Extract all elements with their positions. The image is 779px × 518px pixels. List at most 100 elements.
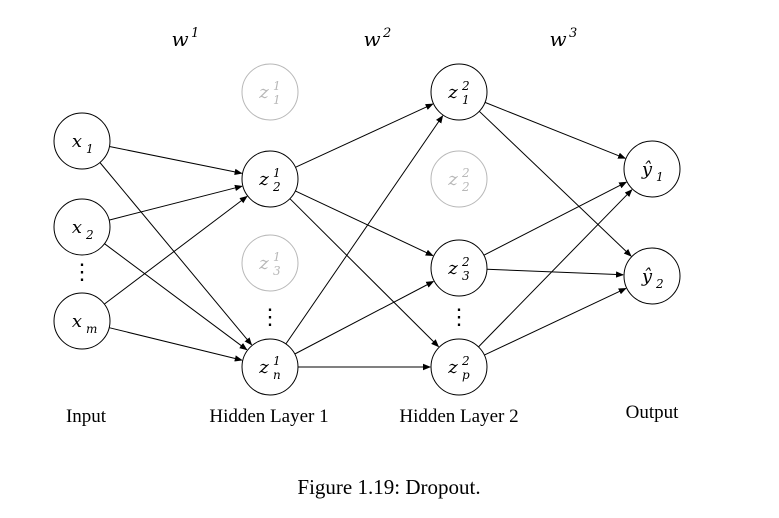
node-circle: [53, 112, 111, 170]
edge-x2-to-h1_2: [108, 184, 243, 221]
vertical-ellipsis: ⋮: [448, 305, 470, 330]
node-label-sup: 2: [461, 354, 470, 368]
edge-x1-to-h1_n: [99, 162, 253, 346]
node-label-base: z: [447, 82, 458, 103]
node-circle: [241, 338, 299, 396]
node-label-base: z: [258, 169, 269, 190]
node-label-sub: 2: [85, 228, 94, 242]
node-label: x: [72, 217, 82, 238]
weight-label-sup: 1: [191, 26, 199, 41]
node-label: ŷ: [641, 266, 653, 287]
node-label-base: x: [72, 217, 82, 238]
weight-label-sup: 2: [382, 26, 391, 41]
node-label-sub: 2: [272, 180, 281, 194]
node-label-sup: 2: [461, 166, 470, 180]
edge-h2_1-to-y2: [478, 110, 632, 257]
node-label-sub: 3: [273, 264, 281, 278]
edge-h2_p-to-y1: [478, 189, 633, 348]
edge-xm-to-h1_n: [109, 327, 243, 362]
edge-h1_n-to-h2_1: [285, 115, 444, 345]
node-label: z: [447, 169, 458, 190]
node-circle: [241, 150, 299, 208]
node-label: ŷ: [641, 159, 653, 180]
node-label: z: [447, 82, 458, 103]
node-label-base: ŷ: [641, 266, 653, 287]
node-label-sup: 1: [273, 79, 281, 93]
node-label: z: [258, 357, 269, 378]
node-label: x: [72, 311, 82, 332]
node-label: z: [258, 169, 269, 190]
node-label-sup: 2: [461, 255, 470, 269]
node-label-sub: 2: [655, 277, 664, 291]
node-label-sub: p: [462, 368, 470, 382]
node-circle: [623, 140, 681, 198]
edge-h2_1-to-y1: [484, 101, 627, 159]
node-label-base: z: [258, 82, 269, 103]
edge-h2_p-to-y2: [484, 287, 627, 356]
edge-x1-to-h1_2: [109, 146, 243, 176]
node-label-sub: 1: [462, 93, 470, 107]
node-label-base: z: [447, 258, 458, 279]
node-label: z: [447, 357, 458, 378]
node-label-sup: 1: [273, 250, 281, 264]
node-label-base: z: [447, 169, 458, 190]
node-circle: [241, 234, 299, 292]
layer-label-input: Input: [66, 406, 107, 427]
node-label-sub: 1: [86, 142, 94, 156]
node-label-sub: n: [273, 368, 281, 382]
weight-label-base: w: [549, 27, 566, 51]
edge-xm-to-h1_2: [103, 195, 248, 305]
node-label-base: z: [447, 357, 458, 378]
node-label: x: [72, 131, 82, 152]
node-label-sup: 2: [461, 79, 470, 93]
edge-h2_3-to-y1: [483, 181, 628, 256]
weight-label-base: w: [171, 27, 188, 51]
node-circle: [430, 150, 488, 208]
node-label-sub: 1: [273, 93, 281, 107]
edge-x2-to-h1_n: [104, 243, 248, 351]
node-circle: [241, 63, 299, 121]
vertical-ellipsis: ⋮: [71, 260, 93, 285]
node-label-sub: 3: [462, 269, 470, 283]
node-label: z: [258, 253, 269, 274]
node-circle: [430, 338, 488, 396]
node-label-sup: 1: [273, 166, 281, 180]
node-circle: [623, 247, 681, 305]
layer-label-hidden-layer-1: Hidden Layer 1: [209, 406, 328, 427]
node-label-sub: 2: [461, 180, 470, 194]
node-label-sup: 1: [273, 354, 281, 368]
weight-label-base: w: [363, 27, 380, 51]
node-label-base: ŷ: [641, 159, 653, 180]
edge-h1_2-to-h2_3: [295, 190, 434, 257]
layer-label-output: Output: [626, 402, 680, 423]
edge-h1_2-to-h2_1: [295, 103, 434, 168]
figure-caption: Figure 1.19: Dropout.: [297, 475, 480, 499]
node-circle: [430, 63, 488, 121]
weight-label-sup: 3: [569, 26, 577, 41]
node-label-base: x: [72, 311, 82, 332]
node-circle: [430, 239, 488, 297]
node-label-base: z: [258, 253, 269, 274]
node-label: z: [258, 82, 269, 103]
node-label: z: [447, 258, 458, 279]
node-label-base: z: [258, 357, 269, 378]
node-circle: [53, 198, 111, 256]
